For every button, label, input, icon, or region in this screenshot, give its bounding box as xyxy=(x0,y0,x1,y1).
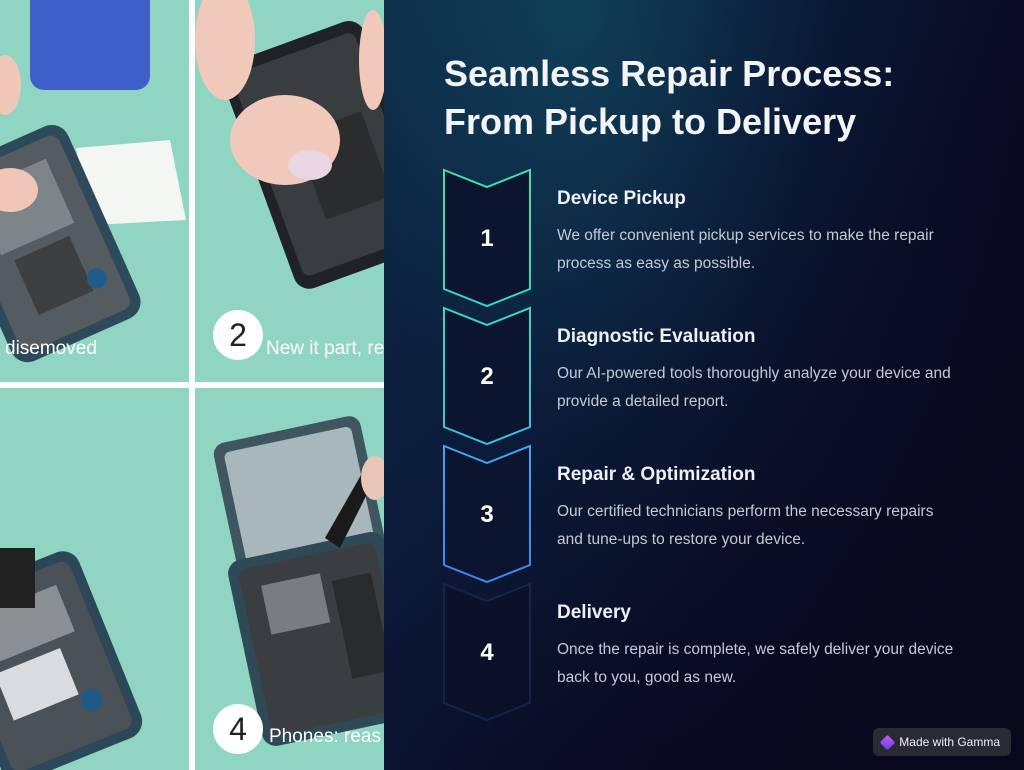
step-chevrons xyxy=(443,168,531,722)
content-area: Seamless Repair Process: From Pickup to … xyxy=(384,0,1024,770)
step-chevron-2 xyxy=(443,306,531,446)
battery-removal-image xyxy=(195,0,384,382)
step-number-3: 3 xyxy=(480,501,494,528)
step-text-4: Once the repair is complete, we safely d… xyxy=(557,641,954,686)
page-title: Seamless Repair Process: From Pickup to … xyxy=(444,50,964,146)
photo-collage: disemoved 2 New it part, re xyxy=(0,0,384,770)
photo-step-number-2: 2 xyxy=(213,310,263,360)
screen-replacement-image xyxy=(195,388,384,770)
step-chevron-4 xyxy=(443,582,531,722)
photo-panel-2: 2 New it part, re xyxy=(195,0,384,382)
title-line-1: Seamless Repair Process: xyxy=(444,53,895,94)
phone-disassembly-image xyxy=(0,0,189,382)
title-line-2: From Pickup to Delivery xyxy=(444,101,857,142)
step-heading-1: Device Pickup xyxy=(557,188,686,209)
step-chevron-1 xyxy=(443,168,531,308)
step-text-2: Our AI-powered tools thoroughly analyze … xyxy=(557,365,951,410)
step-number-4: 4 xyxy=(480,639,494,666)
step-number-1: 1 xyxy=(480,225,494,252)
step-heading-2: Diagnostic Evaluation xyxy=(557,326,756,347)
step-text-1: We offer convenient pickup services to m… xyxy=(557,227,934,272)
phone-interior-image xyxy=(0,388,189,770)
made-with-gamma-badge[interactable]: Made with Gamma xyxy=(873,728,1011,756)
photo-panel-3 xyxy=(0,388,189,770)
step-chevron-3 xyxy=(443,444,531,584)
badge-label: Made with Gamma xyxy=(899,735,1000,749)
photo-caption-2: New it part, re xyxy=(266,338,384,359)
photo-step-number-4: 4 xyxy=(213,704,263,754)
step-heading-4: Delivery xyxy=(557,602,631,623)
photo-panel-1: disemoved xyxy=(0,0,189,382)
step-text-3: Our certified technicians perform the ne… xyxy=(557,503,934,548)
gamma-logo-icon xyxy=(880,734,896,750)
step-number-2: 2 xyxy=(480,363,494,390)
photo-caption-4: Phones: reas xyxy=(269,726,381,747)
photo-panel-4: 4 Phones: reas xyxy=(195,388,384,770)
step-heading-3: Repair & Optimization xyxy=(557,464,756,485)
photo-caption-1: disemoved xyxy=(5,338,97,359)
